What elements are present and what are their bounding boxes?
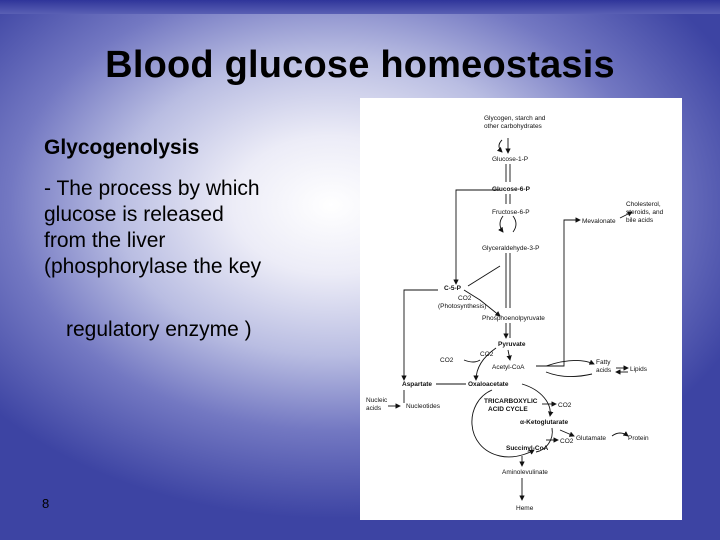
label-tca-1: TRICARBOXYLIC bbox=[484, 398, 538, 405]
curved-arrow-2 bbox=[498, 215, 504, 233]
arrow-acetyl-fatty bbox=[545, 359, 595, 367]
glycogenolysis-heading: Glycogenolysis bbox=[44, 136, 200, 159]
slide-number: 8 bbox=[42, 496, 50, 511]
label-nucleic-2: acids bbox=[366, 405, 382, 412]
slide-title: Blood glucose homeostasis bbox=[105, 44, 615, 86]
label-protein: Protein bbox=[628, 435, 649, 442]
label-co2-photo: CO2 bbox=[458, 295, 472, 302]
label-glutamate: Glutamate bbox=[576, 435, 606, 442]
arrow-pyruvate-acetyl bbox=[506, 349, 512, 361]
label-fatty-1: Fatty bbox=[596, 359, 611, 366]
label-pep: Phosphoenolpyruvate bbox=[482, 315, 545, 322]
label-aspartate: Aspartate bbox=[402, 381, 432, 388]
label-co2-succ: CO2 bbox=[560, 438, 574, 445]
label-cholesterol-3: bile acids bbox=[626, 217, 654, 224]
arrow-c5p-aspartate bbox=[401, 289, 438, 381]
label-cholesterol-2: steroids, and bbox=[626, 209, 664, 216]
label-glycogen-2: other carbohydrates bbox=[484, 123, 543, 130]
label-aminolevulinate: Aminolevulinate bbox=[502, 469, 548, 476]
label-pyruvate: Pyruvate bbox=[498, 341, 526, 348]
label-nucleotides: Nucleotides bbox=[406, 403, 441, 410]
label-fatty-2: acids bbox=[596, 367, 612, 374]
curved-arrow-3 bbox=[512, 215, 517, 233]
arrow-g6p-c5p bbox=[453, 189, 500, 285]
arrow-acetyl-mevalonate bbox=[536, 217, 581, 367]
label-glyceraldehyde-3-p: Glyceraldehyde-3-P bbox=[482, 245, 539, 252]
label-photosynthesis: (Photosynthesis) bbox=[438, 303, 486, 310]
label-glycogen-1: Glycogen, starch and bbox=[484, 115, 546, 122]
label-succinyl-coa: Succinyl-CoA bbox=[506, 445, 549, 452]
label-fructose-6-p: Fructose-6-P bbox=[492, 209, 530, 216]
arrow-akg-glutamate bbox=[559, 429, 575, 437]
label-co2-pyruvate: CO2 bbox=[480, 351, 494, 358]
arrow-pyruvate-oxaloacetate bbox=[473, 347, 497, 381]
arrow-glutamate-protein bbox=[611, 431, 629, 437]
tca-cycle-left bbox=[471, 389, 535, 458]
curved-arrow-1 bbox=[496, 139, 503, 153]
arrow-g3p-c5p bbox=[467, 265, 501, 287]
top-bar bbox=[0, 0, 720, 14]
label-cholesterol-1: Cholesterol, bbox=[626, 201, 661, 208]
label-akg: α-Ketoglutarate bbox=[520, 419, 568, 426]
tca-cycle-right-bottom bbox=[535, 427, 553, 453]
label-mevalonate: Mevalonate bbox=[582, 218, 616, 225]
body-text-indent: regulatory enzyme ) bbox=[66, 318, 252, 341]
label-co2-tca: CO2 bbox=[558, 402, 572, 409]
arrow-c5p-pep bbox=[463, 289, 501, 317]
co2-left-arrow bbox=[463, 359, 481, 363]
label-glucose-1-p: Glucose-1-P bbox=[492, 156, 528, 163]
label-co2-left: CO2 bbox=[440, 357, 454, 364]
label-acetyl-coa: Acetyl-CoA bbox=[492, 364, 525, 371]
metabolic-pathway-diagram: Glycogen, starch and other carbohydrates… bbox=[360, 98, 682, 520]
label-c5p: C-5-P bbox=[444, 285, 462, 292]
label-lipids: Lipids bbox=[630, 366, 648, 373]
tca-cycle-right-top bbox=[521, 383, 554, 417]
label-tca-2: ACID CYCLE bbox=[488, 406, 528, 413]
label-heme: Heme bbox=[516, 505, 534, 512]
pathway-svg: Glycogen, starch and other carbohydrates… bbox=[366, 115, 664, 512]
body-text: - The process by which glucose is releas… bbox=[44, 177, 262, 278]
label-glucose-6-p: Glucose-6-P bbox=[492, 186, 531, 193]
arrow-fatty-acetyl bbox=[545, 371, 593, 377]
arrow-mevalonate-cholesterol bbox=[619, 211, 633, 219]
label-oxaloacetate: Oxaloacetate bbox=[468, 381, 509, 388]
label-nucleic-1: Nucleic bbox=[366, 397, 388, 404]
